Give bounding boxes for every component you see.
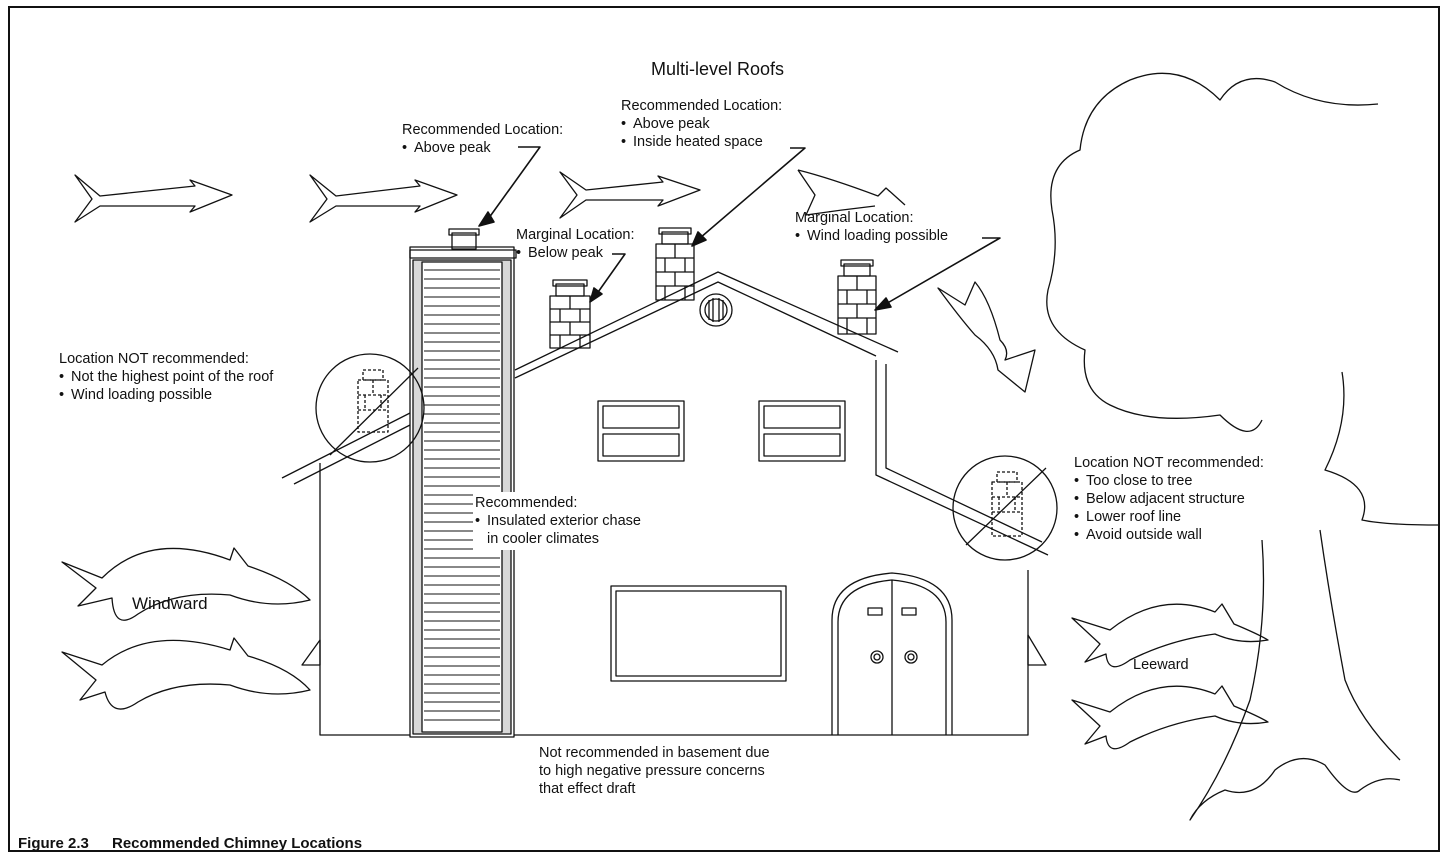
callout-not-recommended-left: Location NOT recommended: Not the highes… bbox=[59, 350, 273, 404]
diagram-title: Multi-level Roofs bbox=[651, 59, 785, 79]
callout-marginal-right: Marginal Location: Wind loading possible bbox=[795, 209, 948, 245]
exterior-chase bbox=[409, 228, 517, 738]
gust-arrow bbox=[937, 281, 1036, 393]
main-roof bbox=[514, 271, 899, 371]
figure-number: Figure 2.3 bbox=[18, 835, 89, 852]
callout-bullet: Avoid outside wall bbox=[1074, 526, 1264, 544]
not-recommended-left-symbol bbox=[315, 353, 425, 463]
callout-marginal-left: Marginal Location: Below peak bbox=[516, 226, 635, 262]
leeward-arrows bbox=[1071, 603, 1269, 750]
callout-bullet: Above peak bbox=[621, 115, 782, 133]
callout-bullet: Too close to tree bbox=[1074, 472, 1264, 490]
callout-bullet: Above peak bbox=[402, 139, 563, 157]
leader-lines bbox=[478, 146, 1001, 311]
callout-heading: Recommended: bbox=[475, 495, 578, 511]
figure-caption: Figure 2.3 Recommended Chimney Locations bbox=[18, 835, 362, 852]
chimney-marginal-right bbox=[837, 259, 877, 335]
figure-caption-text: Recommended Chimney Locations bbox=[112, 835, 363, 852]
basement-window bbox=[610, 585, 787, 682]
callout-bullet: Below peak bbox=[516, 244, 635, 262]
callout-heading: Marginal Location: bbox=[795, 210, 914, 226]
window-right bbox=[758, 400, 846, 462]
callout-bullet: Wind loading possible bbox=[59, 386, 273, 404]
chimney-recommended-mid bbox=[655, 227, 695, 301]
callout-not-recommended-right: Location NOT recommended: Too close to t… bbox=[1074, 454, 1264, 544]
callout-recommended-mid: Recommended Location: Above peak Inside … bbox=[621, 97, 782, 151]
lower-roof-right bbox=[875, 360, 1049, 556]
wind-arrows-top bbox=[74, 169, 906, 223]
tree-outline bbox=[1046, 72, 1441, 821]
callout-basement: Not recommended in basement due to high … bbox=[539, 744, 770, 798]
windward-arrows bbox=[61, 547, 311, 710]
callout-heading: Recommended Location: bbox=[621, 98, 783, 114]
callout-heading: Location NOT recommended: bbox=[1074, 455, 1264, 471]
leeward-label: Leeward bbox=[1133, 657, 1189, 673]
callout-recommended-left: Recommended Location: Above peak bbox=[402, 121, 563, 157]
callout-bullet-continued: in cooler climates bbox=[487, 531, 600, 547]
callout-bullet: Lower roof line bbox=[1074, 508, 1264, 526]
gable-vent bbox=[699, 293, 733, 327]
lower-roof-left bbox=[281, 411, 413, 479]
basement-line: that effect draft bbox=[539, 781, 636, 797]
window-left bbox=[597, 400, 685, 462]
basement-line: Not recommended in basement due bbox=[539, 745, 770, 761]
callout-bullet: Inside heated space bbox=[621, 133, 782, 151]
callout-heading: Marginal Location: bbox=[516, 227, 635, 243]
callout-bullet: Not the highest point of the roof bbox=[59, 368, 273, 386]
not-recommended-right-symbol bbox=[952, 455, 1058, 561]
callout-exterior-chase: Recommended: Insulated exterior chase in… bbox=[473, 492, 645, 550]
callout-bullet: Insulated exterior chase bbox=[475, 512, 641, 530]
callout-heading: Recommended Location: bbox=[402, 122, 564, 138]
windward-label: Windward bbox=[132, 594, 208, 613]
basement-line: to high negative pressure concerns bbox=[539, 763, 765, 779]
callout-bullet: Wind loading possible bbox=[795, 227, 948, 245]
callout-heading: Location NOT recommended: bbox=[59, 351, 249, 367]
callout-bullet: Below adjacent structure bbox=[1074, 490, 1264, 508]
chimney-marginal-left bbox=[549, 279, 591, 349]
front-door bbox=[831, 572, 953, 735]
figure-frame bbox=[8, 6, 1440, 852]
